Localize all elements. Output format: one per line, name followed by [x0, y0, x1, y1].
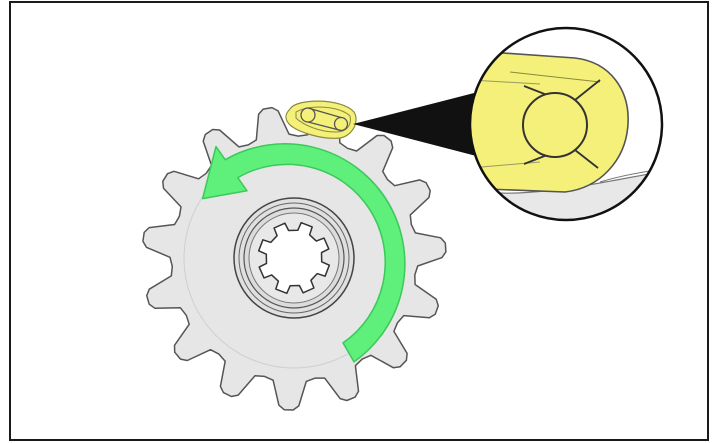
lock-washer-icon [285, 100, 357, 139]
callout-pointer [353, 92, 484, 158]
magnifier-callout-icon [468, 26, 664, 222]
spline-icon [257, 221, 331, 295]
counterclockwise-arrow-icon [201, 143, 406, 363]
